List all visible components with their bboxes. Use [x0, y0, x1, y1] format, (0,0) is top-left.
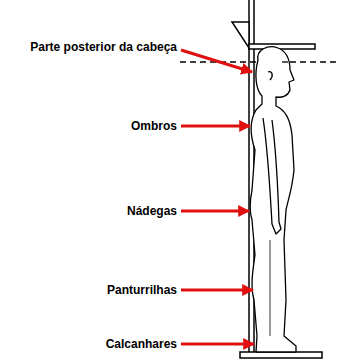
- body-part-label: Parte posterior da cabeça: [30, 39, 177, 55]
- pointer-arrows: [181, 50, 254, 344]
- body-part-label: Ombros: [131, 118, 177, 134]
- person-figure: [250, 47, 296, 352]
- base-platform: [240, 352, 322, 358]
- headboard: [232, 22, 315, 49]
- body-part-label: Calcanhares: [106, 336, 177, 352]
- body-part-label: Nádegas: [127, 203, 177, 219]
- body-part-label: Panturrilhas: [107, 282, 177, 298]
